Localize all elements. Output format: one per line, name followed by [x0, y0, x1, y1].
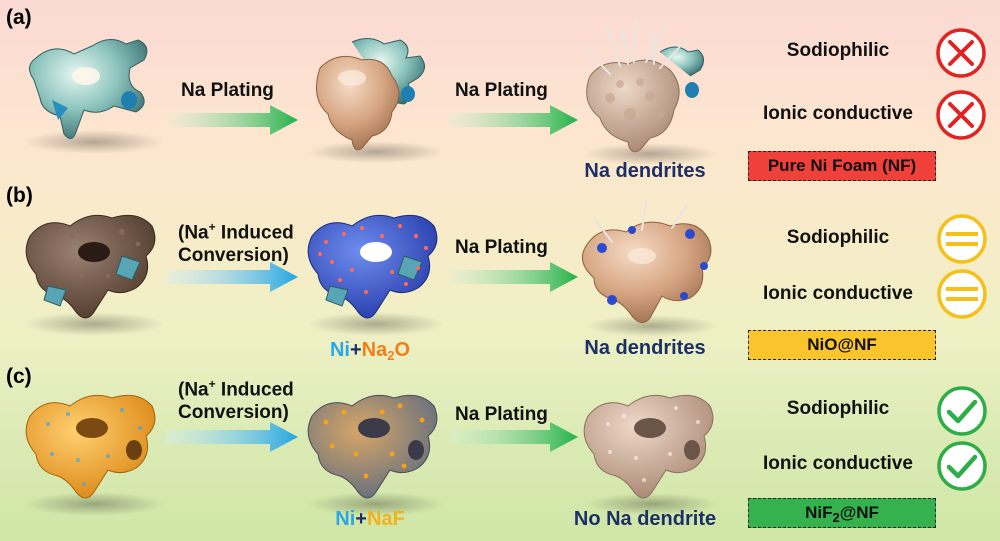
ni-foam-na-plated	[308, 38, 444, 163]
product-ni: Ni	[335, 508, 356, 530]
prop-sodiophilic-c: Sodiophilic	[786, 398, 890, 419]
check-icon	[937, 386, 987, 436]
arrow-a2	[450, 105, 578, 135]
ni-na2o-foam	[307, 214, 444, 336]
cross-icon	[936, 90, 986, 140]
arrow-label-c1-sup: +	[208, 377, 216, 391]
ni-foam-pristine	[24, 39, 164, 154]
check-icon	[937, 441, 987, 491]
product-ni: Ni	[329, 339, 350, 361]
product-naf: NaF	[366, 508, 405, 530]
prop-ionic-a: Ionic conductive	[763, 103, 913, 124]
panel-label-c: (c)	[6, 365, 32, 388]
arrow-label-b1-sup: +	[208, 220, 216, 234]
panel-label-b: (b)	[6, 184, 33, 207]
nio-na-dendrites	[581, 199, 718, 337]
product-b: Ni+Na2O	[300, 339, 440, 363]
panel-label-a: (a)	[6, 6, 32, 29]
ni-foam-na-dendrites	[583, 19, 716, 165]
caption-b: Na dendrites	[584, 337, 706, 359]
cross-icon	[936, 28, 986, 78]
arrow-b1	[165, 262, 298, 292]
nif2-foam	[24, 394, 164, 516]
arrow-label-c1-line2: Conversion)	[178, 402, 289, 424]
prop-ionic-b: Ionic conductive	[763, 283, 913, 304]
material-c-b: @NF	[839, 503, 879, 522]
product-na2o: Na	[361, 339, 388, 361]
product-c: Ni+NaF	[300, 508, 440, 531]
arrow-label-c1-text: (Na	[178, 379, 209, 401]
material-box-b: NiO@NF	[748, 330, 936, 360]
arrow-label-b1: (Na+ Induced Conversion)	[178, 220, 294, 268]
product-plus: +	[349, 339, 362, 361]
arrow-label-b1-text: (Na	[178, 222, 209, 244]
caption-a: Na dendrites	[584, 160, 706, 182]
partial-icon	[937, 269, 987, 319]
arrow-b2	[450, 262, 578, 292]
arrow-label-c1: (Na+ Induced Conversion)	[178, 377, 294, 425]
material-c-a: NiF	[805, 503, 833, 522]
nif2-na-uniform	[583, 394, 718, 515]
product-plus: +	[355, 508, 367, 530]
product-na2o-sub: 2	[387, 348, 395, 363]
material-c-sub: 2	[832, 510, 840, 525]
arrow-label-b1-text2: Induced	[215, 222, 294, 244]
caption-c: No Na dendrite	[573, 508, 717, 530]
arrow-a1	[170, 105, 298, 135]
arrow-label-a2: Na Plating	[455, 80, 548, 101]
prop-ionic-c: Ionic conductive	[763, 453, 913, 474]
ni-naf-foam	[307, 394, 444, 516]
arrow-label-b2: Na Plating	[455, 237, 548, 258]
product-na2o-end: O	[394, 339, 411, 361]
prop-sodiophilic-a: Sodiophilic	[786, 40, 890, 61]
arrow-c1	[165, 422, 298, 452]
partial-icon	[937, 214, 987, 264]
nio-foam	[24, 214, 164, 336]
prop-sodiophilic-b: Sodiophilic	[786, 227, 890, 248]
arrow-c2	[450, 422, 578, 452]
arrow-label-a1: Na Plating	[181, 80, 274, 101]
arrow-label-c2: Na Plating	[455, 404, 548, 425]
arrow-label-c1-text2: Induced	[215, 379, 294, 401]
material-box-a: Pure Ni Foam (NF)	[748, 151, 936, 181]
arrow-label-b1-line2: Conversion)	[178, 245, 289, 267]
material-box-c: NiF2@NF	[748, 498, 936, 528]
